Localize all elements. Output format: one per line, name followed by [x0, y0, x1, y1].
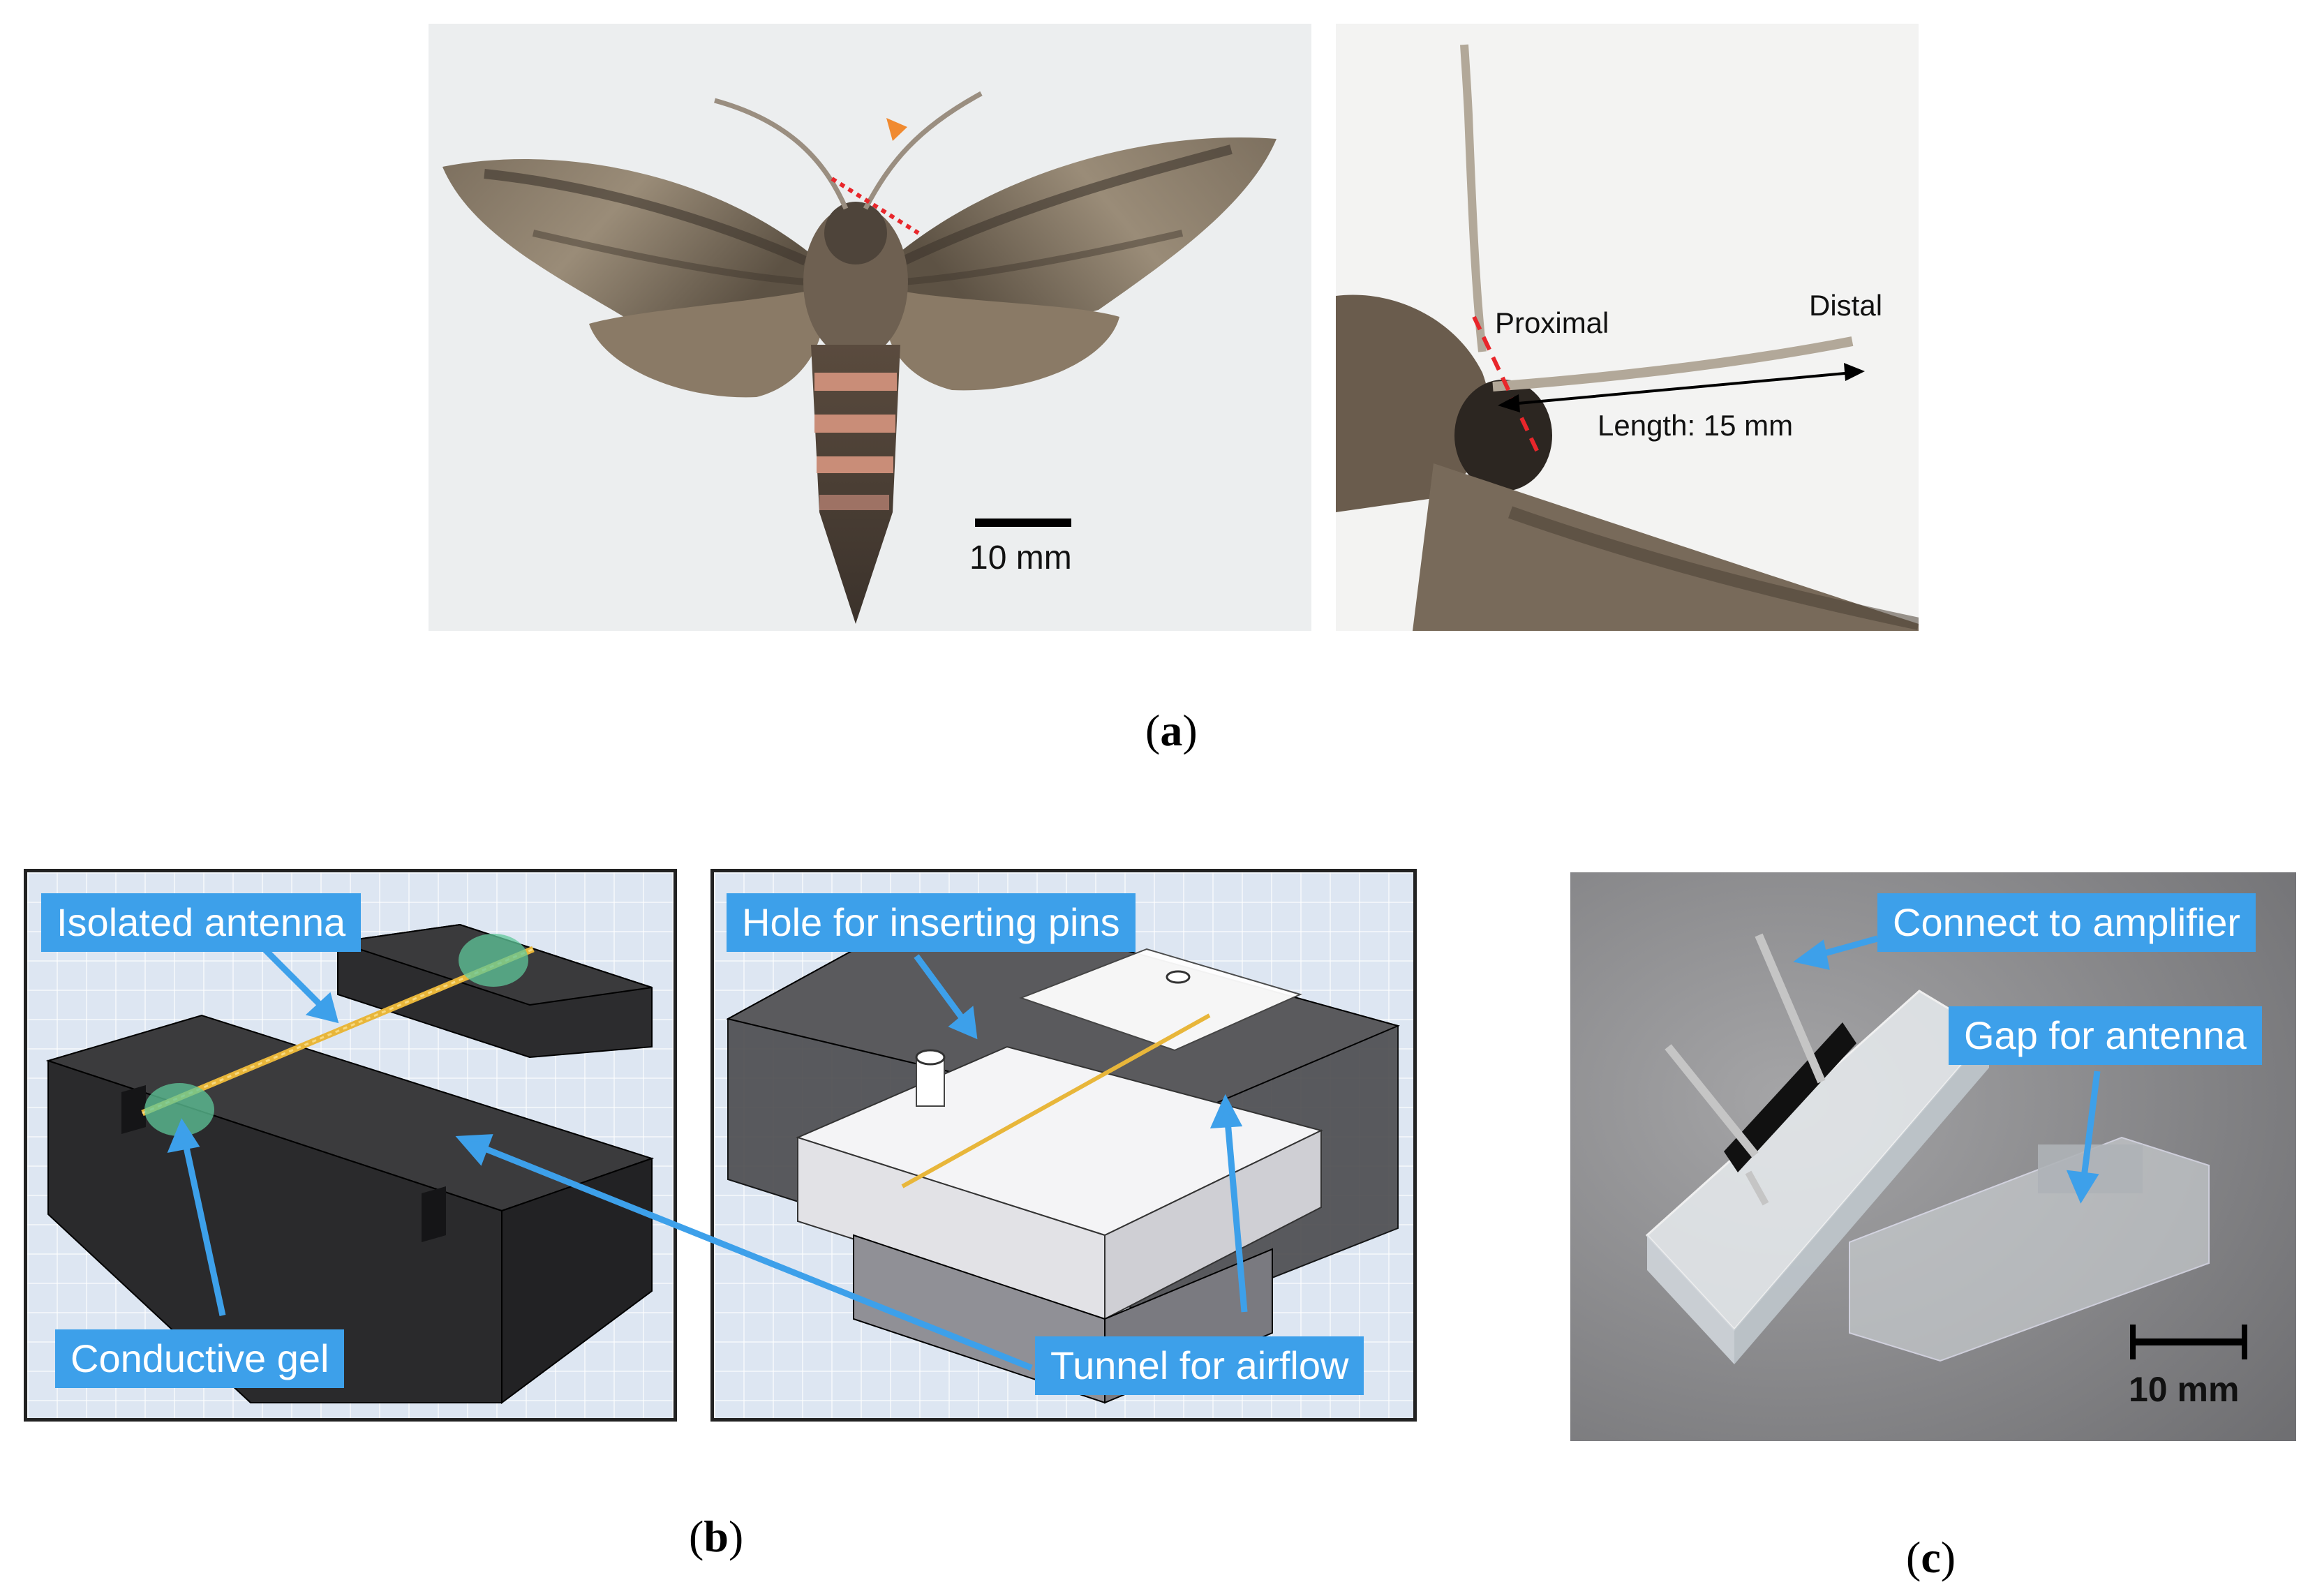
moth-photo: 10 mm	[429, 24, 1311, 631]
isolated-antenna-callout: Isolated antenna	[41, 893, 362, 952]
antenna-photo: Proximal Distal Length: 15 mm	[1336, 24, 1919, 631]
length-label: Length: 15 mm	[1598, 409, 1794, 442]
caption-b: (b)	[689, 1512, 744, 1561]
distal-label: Distal	[1809, 289, 1883, 322]
holder-photo: Connect to amplifier Gap for antenna 10 …	[1570, 872, 2296, 1441]
connect-to-amplifier-callout: Connect to amplifier	[1877, 893, 2256, 952]
conductive-gel-callout: Conductive gel	[55, 1329, 345, 1388]
gap-for-antenna-callout: Gap for antenna	[1949, 1006, 2262, 1065]
holder-model-solid: Isolated antenna Conductive gel	[24, 869, 677, 1422]
proximal-label: Proximal	[1495, 306, 1609, 339]
scale-bar-label: 10 mm	[969, 539, 1072, 576]
hole-for-pins-callout: Hole for inserting pins	[727, 893, 1136, 952]
caption-c: (c)	[1906, 1532, 1956, 1582]
scale-bar-label-c: 10 mm	[2129, 1370, 2240, 1409]
tunnel-for-airflow-callout: Tunnel for airflow	[1035, 1336, 1364, 1395]
caption-a: (a)	[1145, 706, 1198, 755]
holder-model-transparent: Hole for inserting pins Tunnel for airfl…	[710, 869, 1417, 1422]
